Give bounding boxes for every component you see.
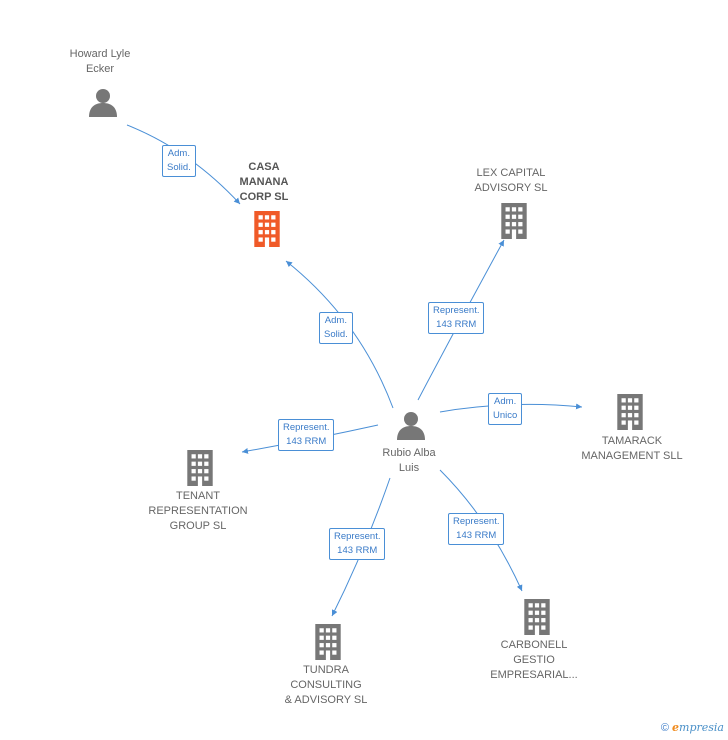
node-label-tenant[interactable]: TENANT REPRESENTATION GROUP SL <box>148 490 248 532</box>
brand-logo: empresia <box>672 721 724 734</box>
edge-label-howard-casa: Adm. Solid. <box>162 145 196 177</box>
edge-label-rubio-casa: Adm. Solid. <box>319 312 353 344</box>
edge-label-rubio-lex: Represent. 143 RRM <box>428 302 485 334</box>
edge-label-rubio-tamarack: Adm. Unico <box>488 393 523 425</box>
building-icon[interactable] <box>501 203 527 239</box>
edge-label-rubio-carbonell: Represent. 143 RRM <box>448 513 505 545</box>
node-label-carbonell[interactable]: CARBONELL GESTIO EMPRESARIAL... <box>490 639 578 681</box>
building-icon[interactable] <box>315 624 341 660</box>
node-label-tundra[interactable]: TUNDRA CONSULTING & ADVISORY SL <box>284 664 368 706</box>
footer-brand: © empresia <box>661 721 724 734</box>
building-icon[interactable] <box>254 211 280 247</box>
person-icon[interactable] <box>89 89 117 117</box>
node-label-howard[interactable]: Howard Lyle Ecker <box>69 48 131 75</box>
node-label-casa[interactable]: CASA MANANA CORP SL <box>239 161 289 203</box>
node-label-lex[interactable]: LEX CAPITAL ADVISORY SL <box>474 167 548 194</box>
copyright-symbol: © <box>660 722 669 734</box>
edge-label-rubio-tundra: Represent. 143 RRM <box>329 528 386 560</box>
node-label-rubio[interactable]: Rubio Alba Luis <box>382 447 436 474</box>
node-label-tamarack[interactable]: TAMARACK MANAGEMENT SLL <box>581 435 683 462</box>
person-icon[interactable] <box>397 412 425 440</box>
edge-label-rubio-tenant: Represent. 143 RRM <box>278 419 335 451</box>
building-icon[interactable] <box>187 450 213 486</box>
building-icon[interactable] <box>524 599 550 635</box>
building-icon[interactable] <box>617 394 643 430</box>
